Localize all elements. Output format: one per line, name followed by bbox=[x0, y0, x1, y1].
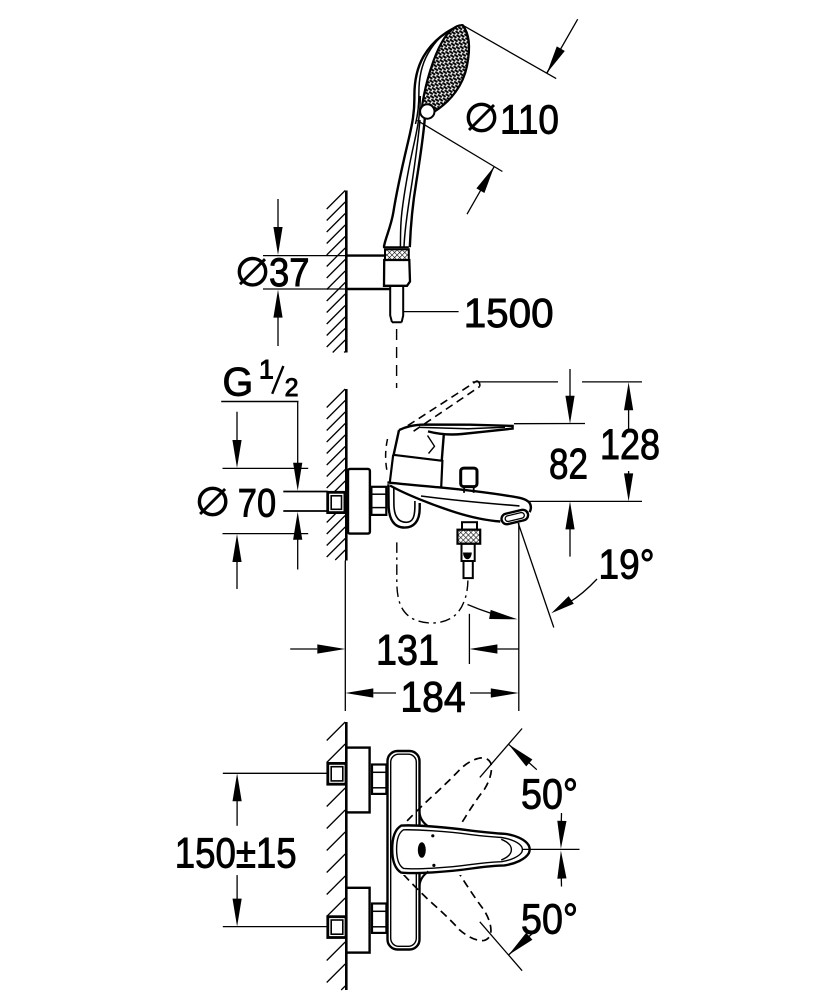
svg-text:131: 131 bbox=[376, 627, 439, 675]
svg-text:2: 2 bbox=[285, 374, 299, 402]
svg-text:70: 70 bbox=[238, 481, 276, 525]
svg-text:19°: 19° bbox=[599, 541, 655, 588]
svg-text:128: 128 bbox=[600, 421, 660, 469]
svg-text:1500: 1500 bbox=[464, 290, 554, 336]
svg-text:150±15: 150±15 bbox=[175, 830, 297, 877]
svg-text:50°: 50° bbox=[521, 771, 578, 819]
svg-text:1: 1 bbox=[259, 354, 274, 384]
svg-text:G: G bbox=[223, 361, 254, 405]
svg-text:50°: 50° bbox=[521, 896, 578, 944]
svg-text:37: 37 bbox=[269, 251, 310, 295]
svg-text:110: 110 bbox=[500, 97, 559, 143]
svg-text:184: 184 bbox=[400, 673, 465, 721]
svg-text:82: 82 bbox=[549, 441, 588, 489]
